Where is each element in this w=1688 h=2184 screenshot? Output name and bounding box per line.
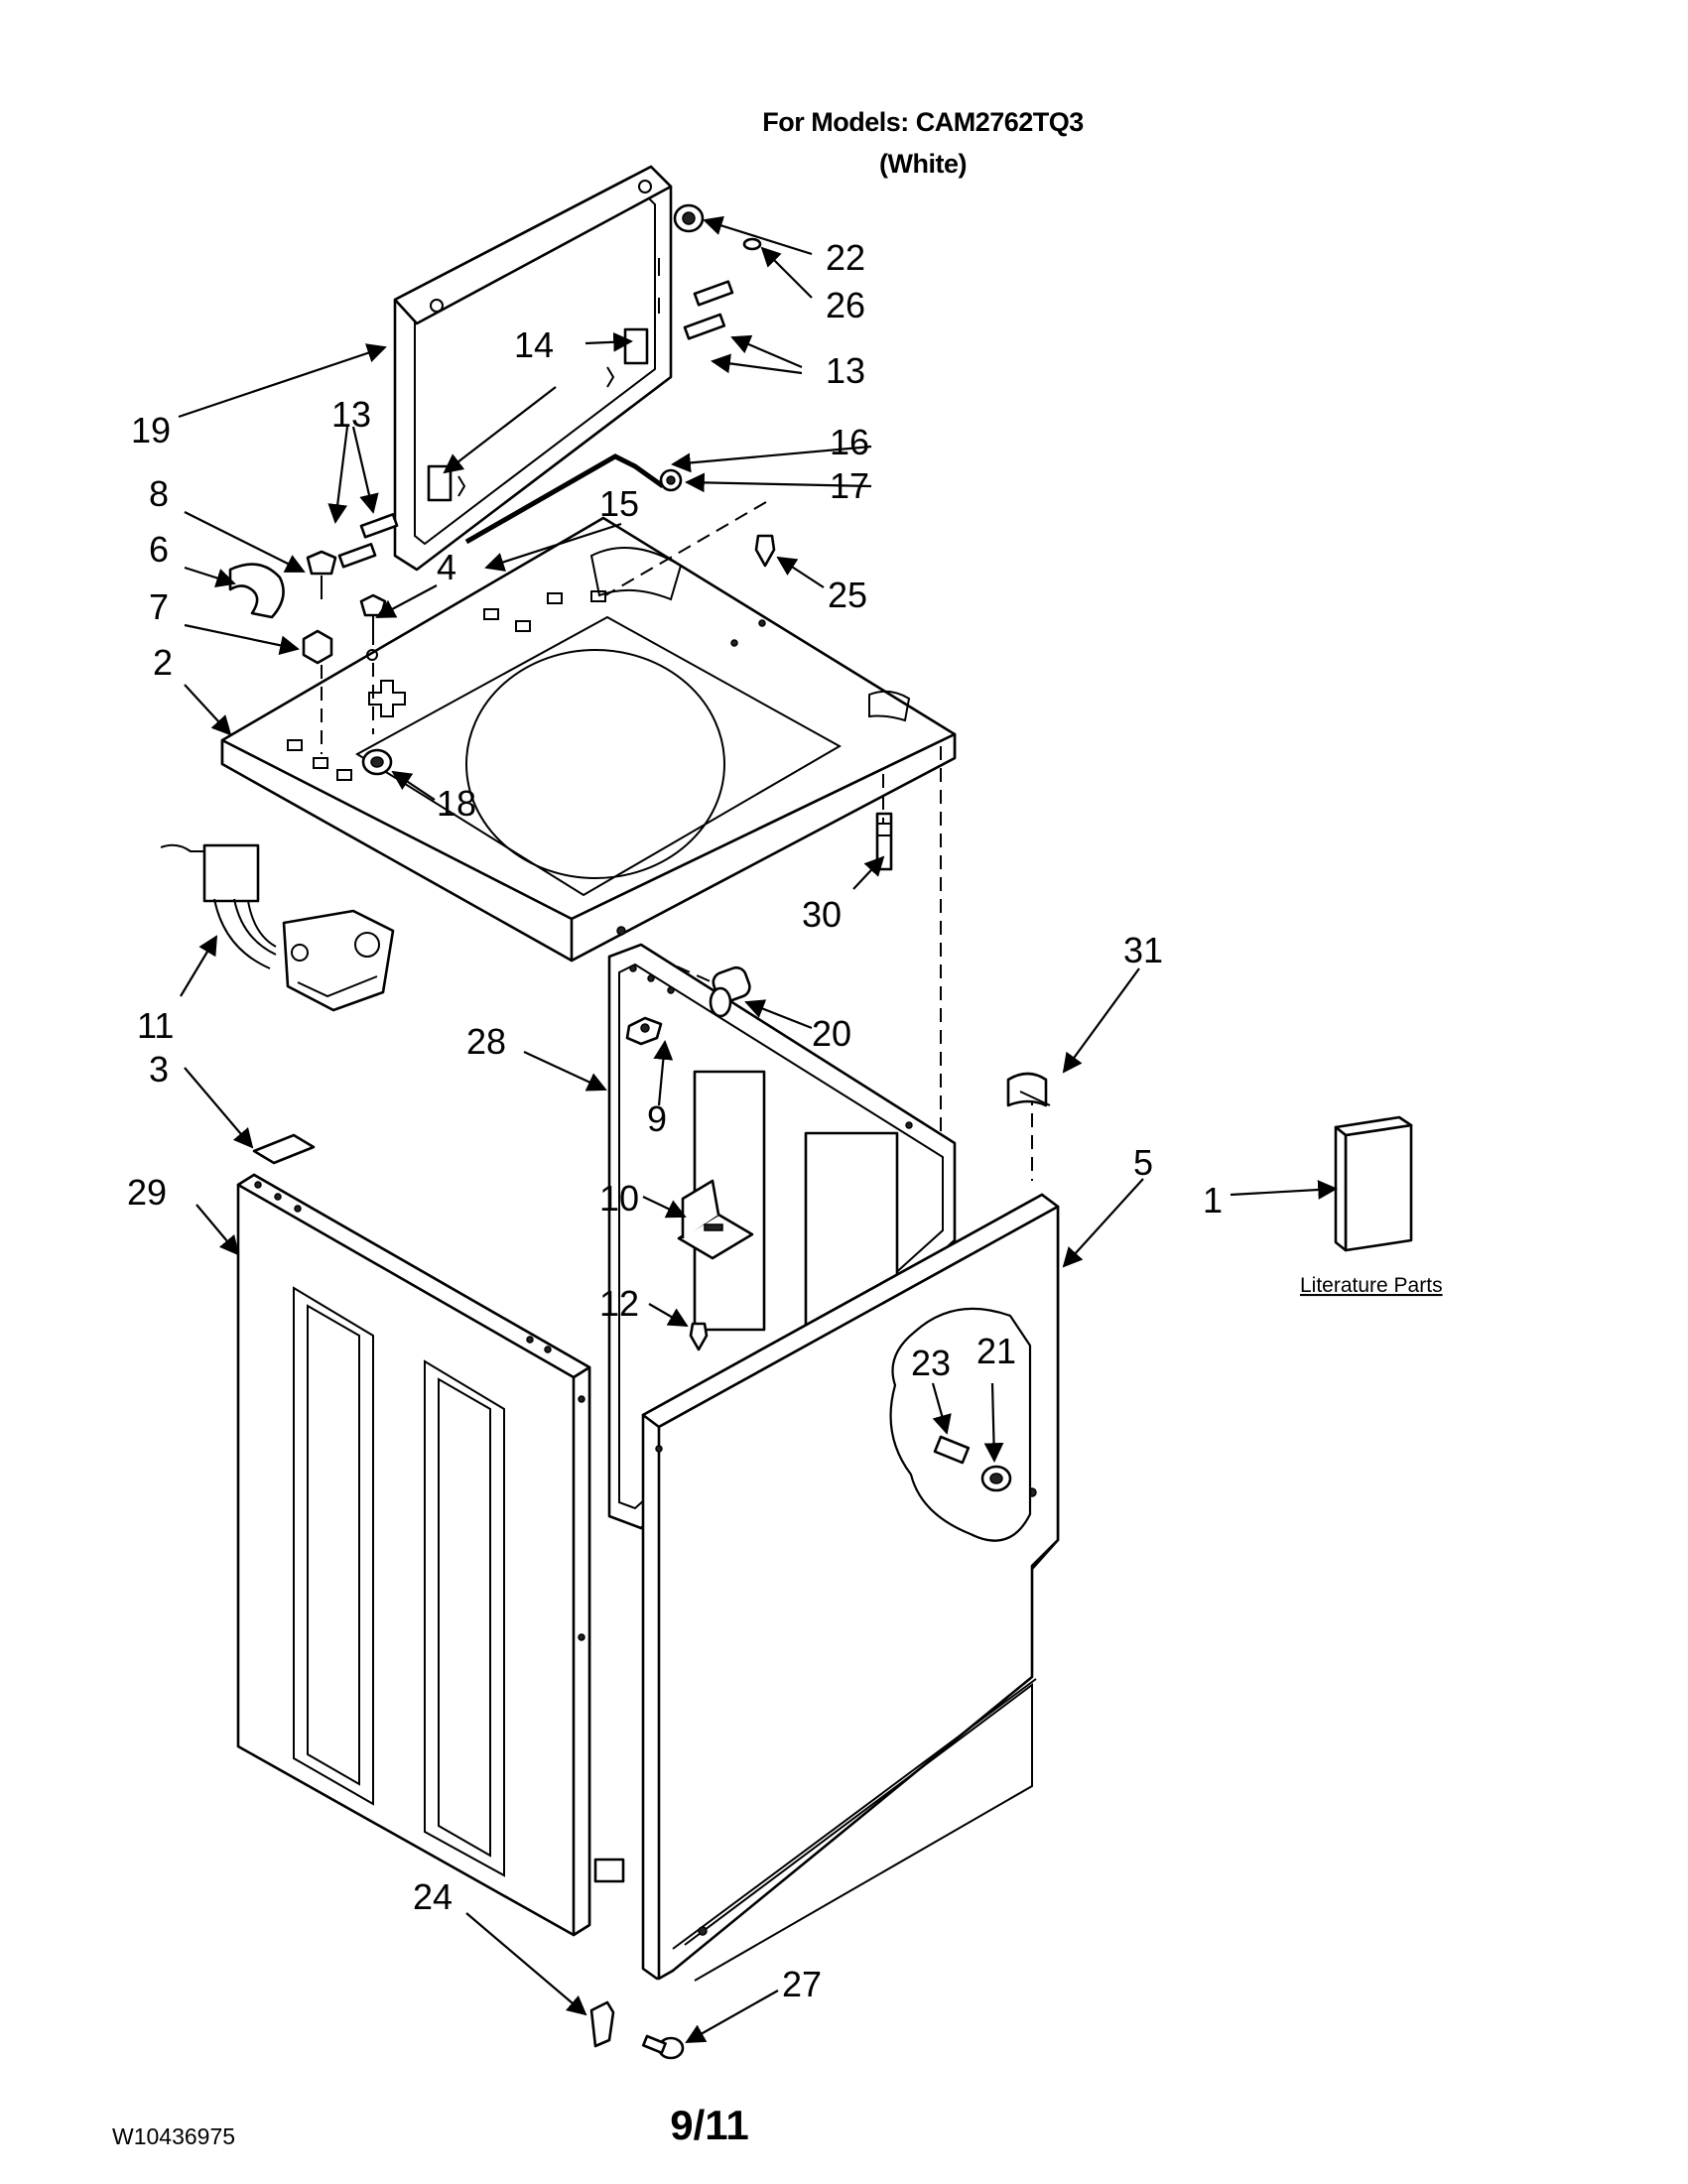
plug-part-26 [742, 237, 762, 251]
bumper-part-20 [709, 965, 751, 1018]
callout-7: 7 [149, 586, 169, 627]
cabinet-front-part-5 [641, 1193, 1060, 1982]
callout-11: 11 [137, 1005, 174, 1046]
callout-21: 21 [976, 1331, 1016, 1371]
document-number: W10436975 [112, 2123, 236, 2149]
callout-13-right: 13 [826, 350, 865, 391]
callout-23: 23 [911, 1343, 951, 1383]
callout-17: 17 [830, 465, 869, 506]
callout-30: 30 [802, 894, 842, 935]
callout-5: 5 [1133, 1142, 1153, 1183]
clip-part-24 [589, 2000, 615, 2048]
screw-part-13-right [683, 280, 734, 340]
screw-part-25 [754, 534, 776, 568]
wire-harness-part-11 [160, 843, 395, 1012]
color-header: (White) [879, 149, 967, 179]
callout-20: 20 [812, 1013, 851, 1054]
bracket-part-10 [677, 1179, 754, 1260]
hinge-rod-part-16 [464, 453, 683, 545]
callout-28: 28 [466, 1021, 506, 1062]
callout-3: 3 [149, 1049, 169, 1090]
callout-22: 22 [826, 237, 865, 278]
screw-part-13-left [337, 513, 399, 569]
callout-9: 9 [647, 1098, 667, 1139]
pad-part-3 [252, 1133, 316, 1165]
literature-booklet-part-1 [1334, 1115, 1413, 1252]
callout-13-left: 13 [331, 394, 371, 435]
page-number: 9/11 [670, 2102, 749, 2148]
callout-numbers: 22 26 13 19 14 16 13 17 8 15 6 25 4 7 2 … [127, 237, 1223, 2004]
callout-1: 1 [1203, 1180, 1223, 1220]
callout-29: 29 [127, 1172, 167, 1213]
callout-14: 14 [514, 324, 554, 365]
callout-10: 10 [599, 1178, 639, 1219]
lid-switch-parts [228, 550, 387, 665]
bracket-part-31 [1006, 1072, 1051, 1107]
screw-part-27 [641, 2034, 685, 2060]
callout-16: 16 [830, 422, 869, 462]
screw-part-12 [689, 1322, 709, 1351]
callout-6: 6 [149, 529, 169, 570]
callout-26: 26 [826, 285, 865, 325]
callout-27: 27 [782, 1964, 822, 2004]
grommet-part-22 [673, 203, 705, 233]
screw-part-23 [933, 1435, 971, 1465]
model-header: For Models: CAM2762TQ3 [762, 107, 1084, 137]
literature-label: Literature Parts [1300, 1274, 1443, 1297]
callout-12: 12 [599, 1283, 639, 1324]
leader-lines [178, 215, 1338, 2043]
fitting-part-18 [361, 748, 393, 776]
callout-2: 2 [153, 642, 173, 683]
callout-24: 24 [413, 1876, 453, 1917]
callout-18: 18 [437, 783, 476, 824]
cabinet-side-part-29 [236, 1173, 625, 1937]
callout-31: 31 [1123, 930, 1163, 970]
callout-4: 4 [437, 547, 456, 587]
callout-19: 19 [131, 410, 171, 450]
top-panel-part-2 [220, 516, 957, 963]
clip-part-9 [625, 1016, 663, 1046]
callout-15: 15 [599, 483, 639, 524]
bumper-part-21 [980, 1465, 1012, 1492]
callout-8: 8 [149, 473, 169, 514]
callout-25: 25 [828, 575, 867, 615]
